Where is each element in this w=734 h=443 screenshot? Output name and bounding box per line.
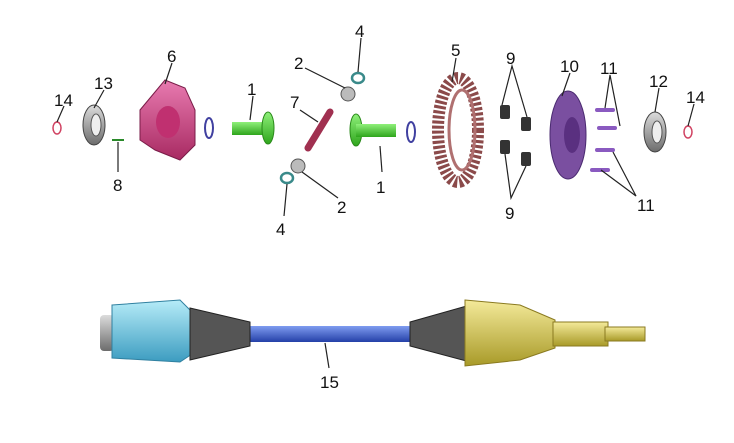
callout-8: 8 bbox=[113, 176, 122, 195]
washer-part bbox=[204, 117, 416, 143]
side-gear-left-part bbox=[232, 111, 275, 145]
callout-14-left: 14 bbox=[54, 91, 73, 110]
callout-15: 15 bbox=[320, 373, 339, 392]
callout-1-bottom: 1 bbox=[376, 178, 385, 197]
callout-1-top: 1 bbox=[247, 80, 256, 99]
callout-11-bottom: 11 bbox=[637, 196, 655, 215]
cross-shaft-part bbox=[304, 108, 334, 152]
sprag-blocks-part bbox=[500, 105, 531, 166]
circlip-left-part bbox=[52, 121, 62, 135]
drive-shaft-part bbox=[100, 299, 646, 367]
callout-10: 10 bbox=[560, 57, 579, 76]
callout-2-top: 2 bbox=[294, 54, 303, 73]
bearing-left-part bbox=[82, 104, 106, 146]
callout-6: 6 bbox=[167, 47, 176, 66]
callout-5: 5 bbox=[451, 41, 460, 60]
callout-14-right: 14 bbox=[686, 88, 705, 107]
ring-gear-part bbox=[432, 72, 484, 188]
callout-labels: 14 13 6 8 1 7 2 4 2 4 1 5 9 9 10 11 11 1… bbox=[54, 22, 705, 392]
bearing-right-part bbox=[643, 111, 667, 153]
pinion-gear-part bbox=[290, 86, 356, 174]
bolts-part bbox=[590, 108, 617, 172]
callout-9-bottom: 9 bbox=[505, 204, 514, 223]
callout-7: 7 bbox=[290, 93, 299, 112]
cover-part bbox=[549, 90, 587, 180]
callout-13: 13 bbox=[94, 74, 113, 93]
callout-9-top: 9 bbox=[506, 49, 515, 68]
leader-lines bbox=[56, 37, 695, 369]
callout-4-top: 4 bbox=[355, 22, 364, 41]
circlip-right-part bbox=[683, 125, 693, 139]
callout-4-bottom: 4 bbox=[276, 220, 285, 239]
thrust-washer-part bbox=[279, 71, 366, 185]
housing-part bbox=[139, 79, 196, 161]
callout-2-bottom: 2 bbox=[337, 198, 346, 217]
side-gear-right-part bbox=[349, 113, 396, 147]
callout-11-top: 11 bbox=[600, 59, 618, 78]
callout-12: 12 bbox=[649, 72, 668, 91]
